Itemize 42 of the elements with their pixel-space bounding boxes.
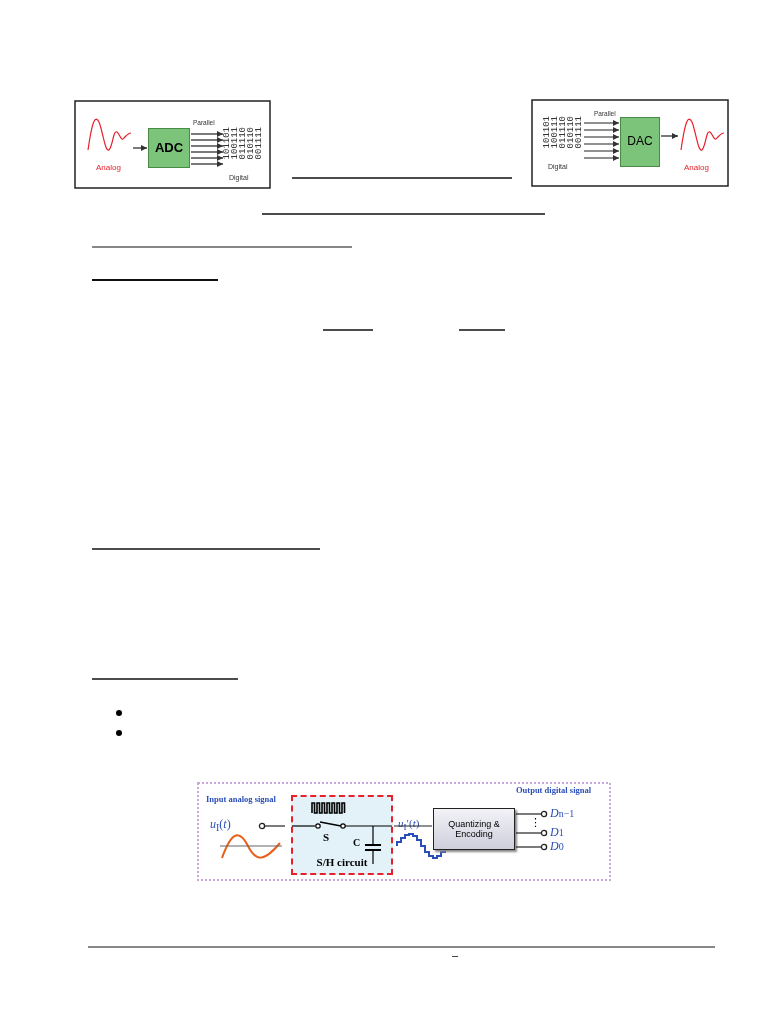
signal-label: Input analog signal [206, 795, 277, 805]
bit-pattern: 010110 [568, 116, 575, 149]
bit-pattern: 001111 [256, 127, 263, 160]
connector-line [583, 127, 620, 133]
bit-pattern: 101101 [224, 127, 231, 160]
connector-line [583, 134, 620, 140]
connector-line [583, 120, 620, 126]
connector-line [258, 822, 286, 830]
connector-line [190, 149, 224, 155]
connector-line [190, 143, 224, 149]
bit-pattern: 011110 [240, 127, 247, 160]
connector-line [190, 131, 224, 137]
connector-line [515, 829, 548, 837]
connector-line [660, 133, 679, 139]
connector-line [190, 155, 224, 161]
switch-label: S [323, 832, 330, 843]
capacitor-label: C [353, 838, 361, 848]
connector-line [515, 810, 548, 818]
text-label: Analog [684, 164, 709, 172]
signal-label: Output digital signal [516, 786, 593, 796]
bit-pattern: 011110 [560, 116, 567, 149]
signal-label: u$_{I}$′(t) [398, 818, 420, 833]
bit-pattern: 100111 [232, 127, 239, 160]
connector-line [583, 155, 620, 161]
bit-pattern: 001111 [576, 116, 583, 149]
signal-label: u$_{I}$(t) [210, 818, 231, 834]
bit-pattern: 010110 [248, 127, 255, 160]
connector-line [583, 148, 620, 154]
connector-line [393, 825, 433, 827]
bit-pattern: 100111 [552, 116, 559, 149]
connector-line [190, 161, 224, 167]
connector-line [190, 137, 224, 143]
connector-line [515, 843, 548, 851]
converter-box: DAC [620, 117, 660, 167]
bit-pattern: 101101 [544, 116, 551, 149]
process-box: Quantizing & Encoding [433, 808, 515, 850]
page-number: – [452, 950, 459, 961]
connector-line [132, 145, 148, 151]
text-label: Analog [96, 164, 121, 172]
connector-line [583, 141, 620, 147]
ellipsis-mark: ⋮ [530, 817, 541, 828]
converter-box: ADC [148, 128, 190, 168]
